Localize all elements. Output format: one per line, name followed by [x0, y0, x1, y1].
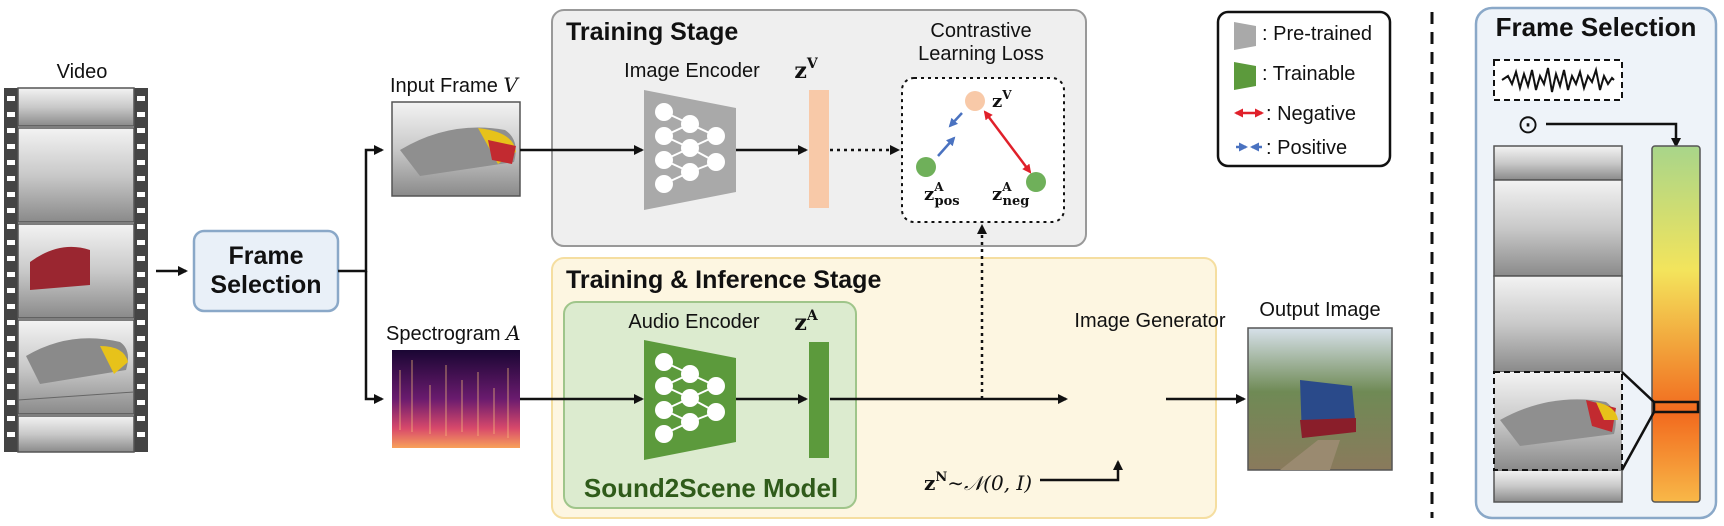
output-image-label: Output Image	[1259, 299, 1380, 321]
legend-trainable: : Trainable	[1262, 63, 1355, 85]
frame-selection-line2: Selection	[210, 271, 321, 299]
image-encoder-icon	[643, 89, 737, 211]
frame-selection-panel: Frame Selection ⊙	[1474, 6, 1718, 520]
positive-arrow	[937, 136, 956, 157]
input-frame: Input Frame V	[390, 73, 521, 197]
contrastive-loss-line1: Contrastive	[930, 20, 1031, 42]
legend-pretrained: : Pre-trained	[1262, 23, 1372, 45]
svg-text:Input Frame V: Input Frame V	[390, 73, 520, 97]
input-frame-var: V	[503, 73, 520, 97]
legend: : Pre-trained : Trainable : Negative : P…	[1216, 10, 1392, 168]
negative-arrow	[983, 110, 1032, 174]
train-thumbnail	[17, 246, 135, 401]
contrastive-loss-line2: Learning Loss	[918, 43, 1044, 65]
image-encoder-label: Image Encoder	[624, 60, 760, 82]
zV-feature-bar	[809, 90, 829, 208]
training-stage-title: Training Stage	[566, 18, 738, 46]
trainable-swatch-icon	[1234, 62, 1256, 90]
spectrogram-label: Spectrogram	[386, 323, 501, 345]
frame-selection-line1: Frame	[228, 242, 303, 270]
selected-score-marker	[1652, 400, 1700, 414]
spectrogram: Spectrogram A	[386, 321, 521, 448]
frame-selection-box: Frame Selection	[192, 229, 340, 313]
video-label: Video	[57, 61, 108, 83]
zV-node	[965, 91, 985, 111]
pretrained-swatch-icon	[1234, 22, 1256, 50]
spectrogram-image	[392, 350, 520, 448]
waveform-icon	[1501, 66, 1615, 93]
output-image: Output Image	[1247, 299, 1393, 471]
training-stage-panel: Training Stage Image Encoder zV Contrast…	[551, 9, 1087, 247]
svg-text:zV: zV	[992, 88, 1012, 112]
odot-operator: ⊙	[1517, 109, 1539, 139]
audio-encoder-label: Audio Encoder	[628, 311, 760, 333]
svg-text:Spectrogram A: Spectrogram A	[386, 321, 521, 345]
score-bar	[1651, 145, 1701, 503]
legend-positive: : Positive	[1266, 137, 1347, 159]
video-strip: Video	[4, 61, 148, 453]
zA-feature-bar	[809, 342, 829, 458]
audio-waveform-box	[1493, 59, 1623, 101]
input-frame-label: Input Frame	[390, 75, 498, 97]
spectrogram-var: A	[504, 321, 520, 345]
noise-expression: zN∼𝒩(0, I)	[924, 470, 1032, 495]
svg-text:zA: zA	[794, 308, 819, 336]
frame-selection-panel-title: Frame Selection	[1496, 12, 1697, 42]
neg-node	[1026, 172, 1046, 192]
image-generator-label: Image Generator	[1074, 310, 1226, 332]
inference-stage-panel: Training & Inference Stage Audio Encoder…	[551, 257, 1226, 519]
svg-text:zV: zV	[794, 56, 819, 84]
inference-stage-title: Training & Inference Stage	[566, 266, 881, 294]
audio-encoder-icon	[643, 339, 737, 461]
model-name: Sound2Scene Model	[584, 473, 838, 503]
pos-node	[916, 157, 936, 177]
legend-negative: : Negative	[1266, 103, 1356, 125]
